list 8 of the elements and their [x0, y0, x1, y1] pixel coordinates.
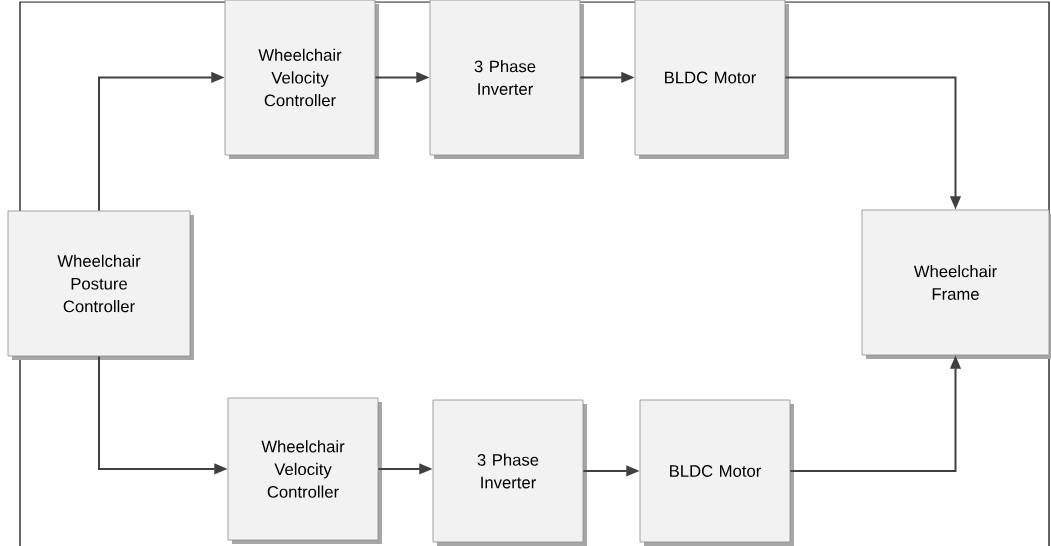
process-box: Wheelchair Velocity Controller [227, 397, 382, 544]
process-box: Wheelchair Posture Controller [7, 210, 194, 360]
process-box: Wheelchair Velocity Controller [224, 0, 379, 159]
process-box: Wheelchair Frame [861, 209, 1051, 359]
process-box: 3 Phase Inverter [432, 399, 587, 546]
process-box: BLDC Motor [634, 0, 789, 159]
process-box: 3 Phase Inverter [429, 0, 584, 159]
process-box: BLDC Motor [639, 399, 794, 546]
